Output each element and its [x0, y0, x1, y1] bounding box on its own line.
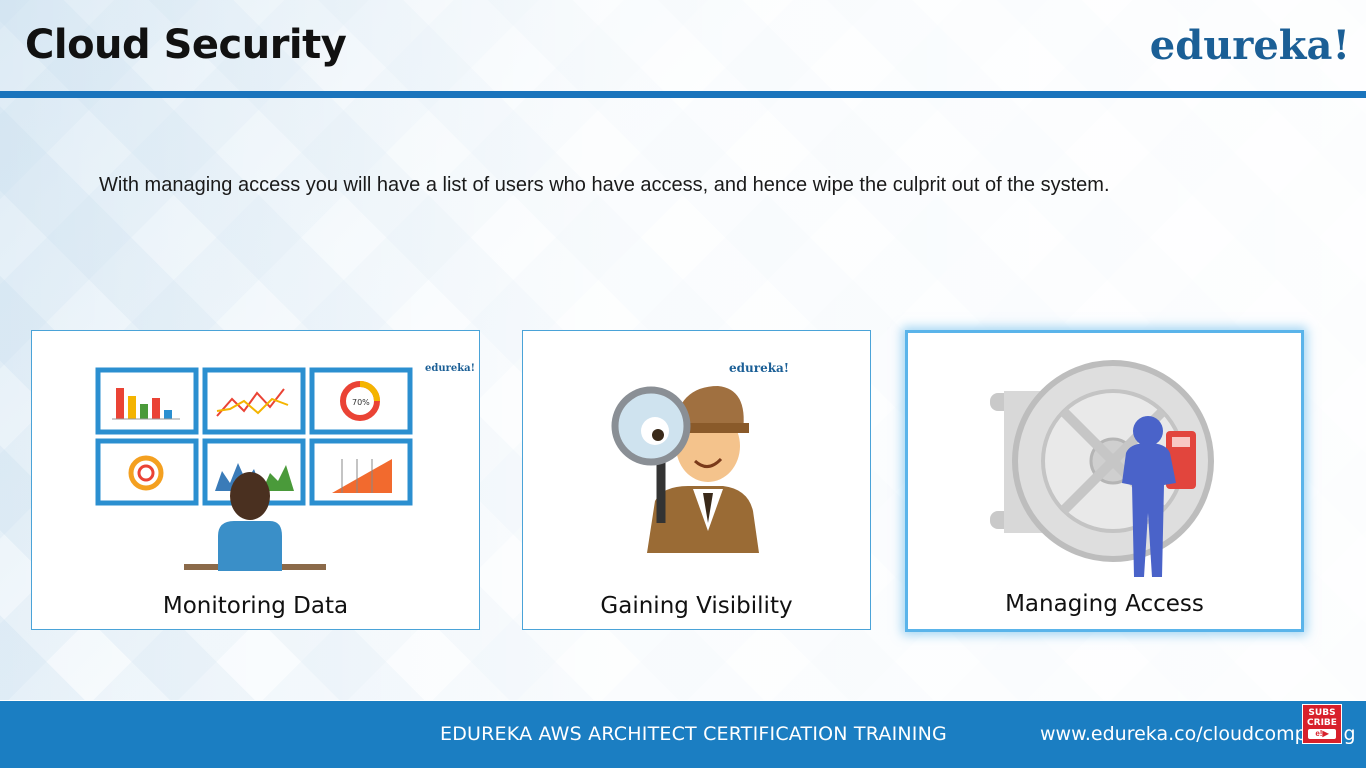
card-label-gaining-visibility: Gaining Visibility — [600, 593, 793, 619]
intro-text: With managing access you will have a lis… — [99, 174, 1110, 196]
footer-url-link[interactable]: www.edureka.co/cloudcomputing — [1040, 723, 1356, 745]
edureka-logo: edureka! — [1149, 22, 1350, 69]
subscribe-button[interactable]: SUBS CRIBE e!▶ — [1302, 704, 1342, 744]
monitoring-dashboards-icon: 70% — [95, 367, 413, 571]
card-mini-logo: edureka! — [425, 363, 476, 374]
card-gaining-visibility[interactable]: edureka! Gaining Visibility — [522, 330, 871, 630]
card-label-monitoring-data: Monitoring Data — [162, 593, 349, 619]
subscribe-label: SUBS CRIBE — [1307, 708, 1337, 728]
vault-access-icon — [990, 360, 1214, 577]
detective-magnifier-icon — [611, 386, 759, 553]
footer-course-title: EDUREKA AWS ARCHITECT CERTIFICATION TRAI… — [440, 723, 947, 745]
footer-bar: EDUREKA AWS ARCHITECT CERTIFICATION TRAI… — [0, 701, 1366, 768]
card-mini-logo: edureka! — [729, 361, 790, 375]
card-label-managing-access: Managing Access — [1005, 591, 1204, 617]
play-icon: e!▶ — [1308, 729, 1336, 739]
header-divider — [0, 91, 1366, 98]
slide-title: Cloud Security — [25, 22, 347, 68]
card-monitoring-data[interactable]: edureka! 70% Monitoring Data — [31, 330, 480, 630]
card-managing-access[interactable]: Managing Access — [905, 330, 1304, 632]
gauge-label: 70% — [352, 398, 370, 407]
